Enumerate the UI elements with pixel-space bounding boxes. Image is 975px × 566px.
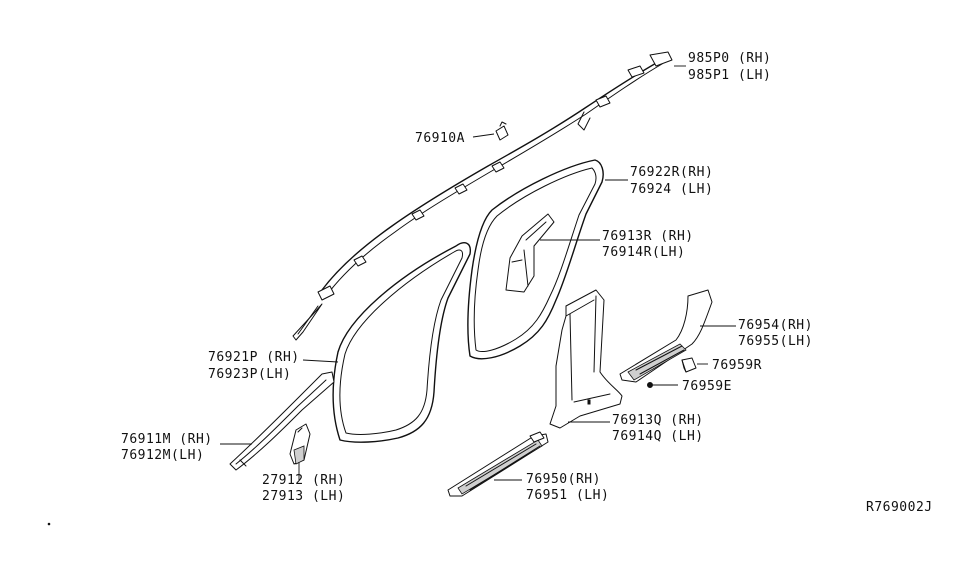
rear-door-weatherstrip-part — [467, 159, 604, 360]
callout-front-kicking-plate-rh: 76950(RH) — [526, 472, 601, 487]
callout-rear-pillar-trim-rh: 76913R (RH) — [602, 229, 694, 244]
callout-clip-e: 76959E — [682, 379, 732, 394]
center-pillar-trim-part — [549, 289, 623, 429]
clip-r-part — [681, 357, 697, 373]
callout-rear-door-weatherstrip-lh: 76924 (LH) — [630, 182, 713, 197]
clip-a-part — [495, 121, 509, 141]
callout-rear-door-weatherstrip-rh: 76922R(RH) — [630, 165, 713, 180]
callout-rear-pillar-trim-lh: 76914R(LH) — [602, 245, 685, 260]
callout-front-door-weatherstrip-lh: 76923P(LH) — [208, 367, 291, 382]
callout-front-kicking-plate-lh: 76951 (LH) — [526, 488, 609, 503]
callout-assist-grip-lh: 27913 (LH) — [262, 489, 345, 504]
callout-front-pillar-garnish-lh: 76912M(LH) — [121, 448, 204, 463]
front-pillar-garnish-part — [229, 371, 335, 471]
callout-assist-grip-rh: 27912 (RH) — [262, 473, 345, 488]
callout-rear-kicking-plate-lh: 76955(LH) — [738, 334, 813, 349]
callout-clip-a: 76910A — [415, 131, 465, 146]
callout-front-pillar-garnish-rh: 76911M (RH) — [121, 432, 213, 447]
diagram-code: R769002J — [866, 500, 933, 515]
front-door-weatherstrip-part — [332, 242, 471, 443]
callout-center-pillar-trim-rh: 76913Q (RH) — [612, 413, 704, 428]
callout-clip-r: 76959R — [712, 358, 762, 373]
leader-clip-a — [472, 133, 495, 138]
leader-front-door-weatherstrip — [302, 359, 339, 363]
callout-front-door-weatherstrip-rh: 76921P (RH) — [208, 350, 300, 365]
clip-e-part — [647, 382, 653, 388]
rear-kicking-plate-part — [619, 289, 713, 383]
callout-roof-airbag-rh: 985P0 (RH) — [688, 51, 771, 66]
rear-pillar-trim-part — [505, 213, 555, 293]
front-kicking-plate-part — [447, 431, 549, 497]
callout-center-pillar-trim-lh: 76914Q (LH) — [612, 429, 704, 444]
callout-rear-kicking-plate-rh: 76954(RH) — [738, 318, 813, 333]
speck — [47, 522, 51, 526]
roof-airbag-part — [292, 51, 673, 341]
assist-grip-part — [289, 423, 311, 465]
callout-roof-airbag-lh: 985P1 (LH) — [688, 68, 771, 83]
